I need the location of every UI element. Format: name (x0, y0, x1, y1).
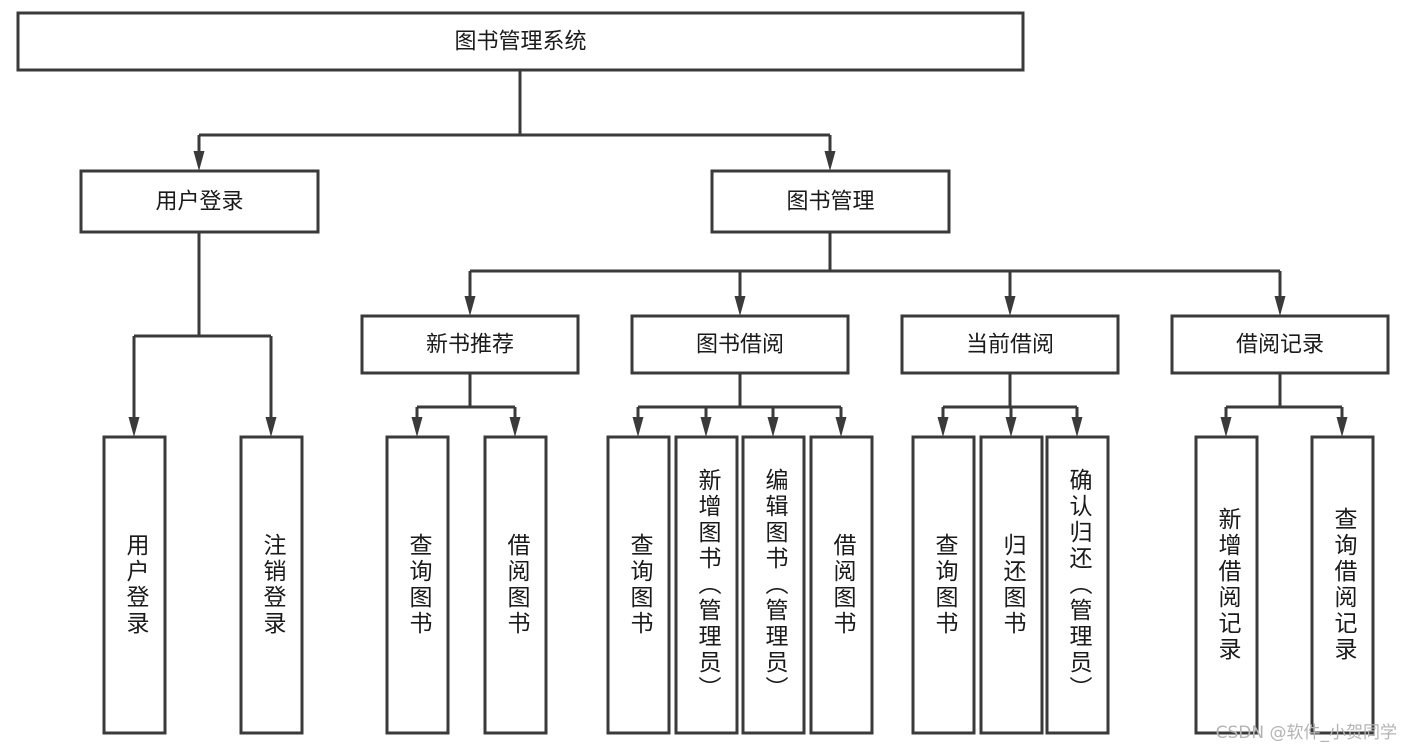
node-box-leaf-logout[interactable] (239, 435, 304, 735)
node-box-current-borrow[interactable] (900, 314, 1120, 375)
arrow-head (1274, 296, 1286, 316)
connector-user-login-to-leaves (128, 232, 277, 437)
node-box-leaf-edit-book-admin[interactable] (741, 435, 806, 735)
node-box-leaf-return-book[interactable] (979, 435, 1044, 735)
node-box-leaf-user-login[interactable] (102, 435, 167, 735)
arrow-head (700, 417, 712, 437)
node-box-borrow-records[interactable] (1170, 314, 1390, 375)
arrow-head (411, 417, 423, 437)
watermark-text: CSDN @软件_小贺同学 (1215, 723, 1397, 743)
arrow-head (193, 151, 205, 171)
node-box-book-management[interactable] (710, 169, 951, 234)
arrow-head (835, 417, 847, 437)
arrow-head (1336, 417, 1348, 437)
arrow-head (128, 417, 140, 437)
node-box-leaf-query-borrow-record[interactable] (1310, 435, 1375, 735)
arrow-head (464, 296, 476, 316)
arrow-head (509, 417, 521, 437)
node-label-current-borrow: 当前借阅 (966, 333, 1054, 358)
connectors-layer (128, 70, 1348, 437)
arrow-head (1071, 417, 1083, 437)
node-box-leaf-borrow-book-1[interactable] (483, 435, 548, 735)
arrow-head (1004, 296, 1016, 316)
arrow-head (1005, 417, 1017, 437)
node-box-new-book-recommend[interactable] (360, 314, 580, 375)
node-label-book-management: 图书管理 (786, 190, 874, 215)
node-box-leaf-borrow-book-2[interactable] (809, 435, 874, 735)
node-box-leaf-add-borrow-record[interactable] (1194, 435, 1259, 735)
arrow-head (767, 417, 779, 437)
arrow-head (632, 417, 644, 437)
node-box-leaf-query-book-3[interactable] (911, 435, 976, 735)
node-box-root[interactable] (16, 11, 1025, 72)
node-box-leaf-query-book-2[interactable] (606, 435, 671, 735)
node-box-leaf-confirm-return-admin[interactable] (1045, 435, 1110, 735)
arrow-head (265, 417, 277, 437)
node-box-book-borrow[interactable] (630, 314, 850, 375)
connector-borrow-records-to-leaves (1220, 373, 1348, 437)
node-label-borrow-records: 借阅记录 (1236, 333, 1324, 358)
node-label-book-borrow: 图书借阅 (696, 333, 784, 358)
connector-new-book-recommend-to-leaves (411, 373, 521, 437)
connector-book-management-to-level2 (464, 232, 1286, 316)
connector-current-borrow-to-leaves (937, 373, 1083, 437)
arrow-head (1220, 417, 1232, 437)
node-label-new-book-recommend: 新书推荐 (426, 333, 514, 358)
node-label-root: 图书管理系统 (454, 30, 586, 55)
boxes-layer (16, 11, 1390, 735)
node-box-leaf-add-book-admin[interactable] (674, 435, 739, 735)
arrow-head (734, 296, 746, 316)
node-label-user-login: 用户登录 (155, 190, 243, 215)
node-box-leaf-query-book-1[interactable] (385, 435, 450, 735)
node-box-user-login[interactable] (79, 169, 320, 234)
connector-root-to-level1 (193, 70, 836, 171)
arrow-head (824, 151, 836, 171)
arrow-head (937, 417, 949, 437)
connector-book-borrow-to-leaves (632, 373, 847, 437)
